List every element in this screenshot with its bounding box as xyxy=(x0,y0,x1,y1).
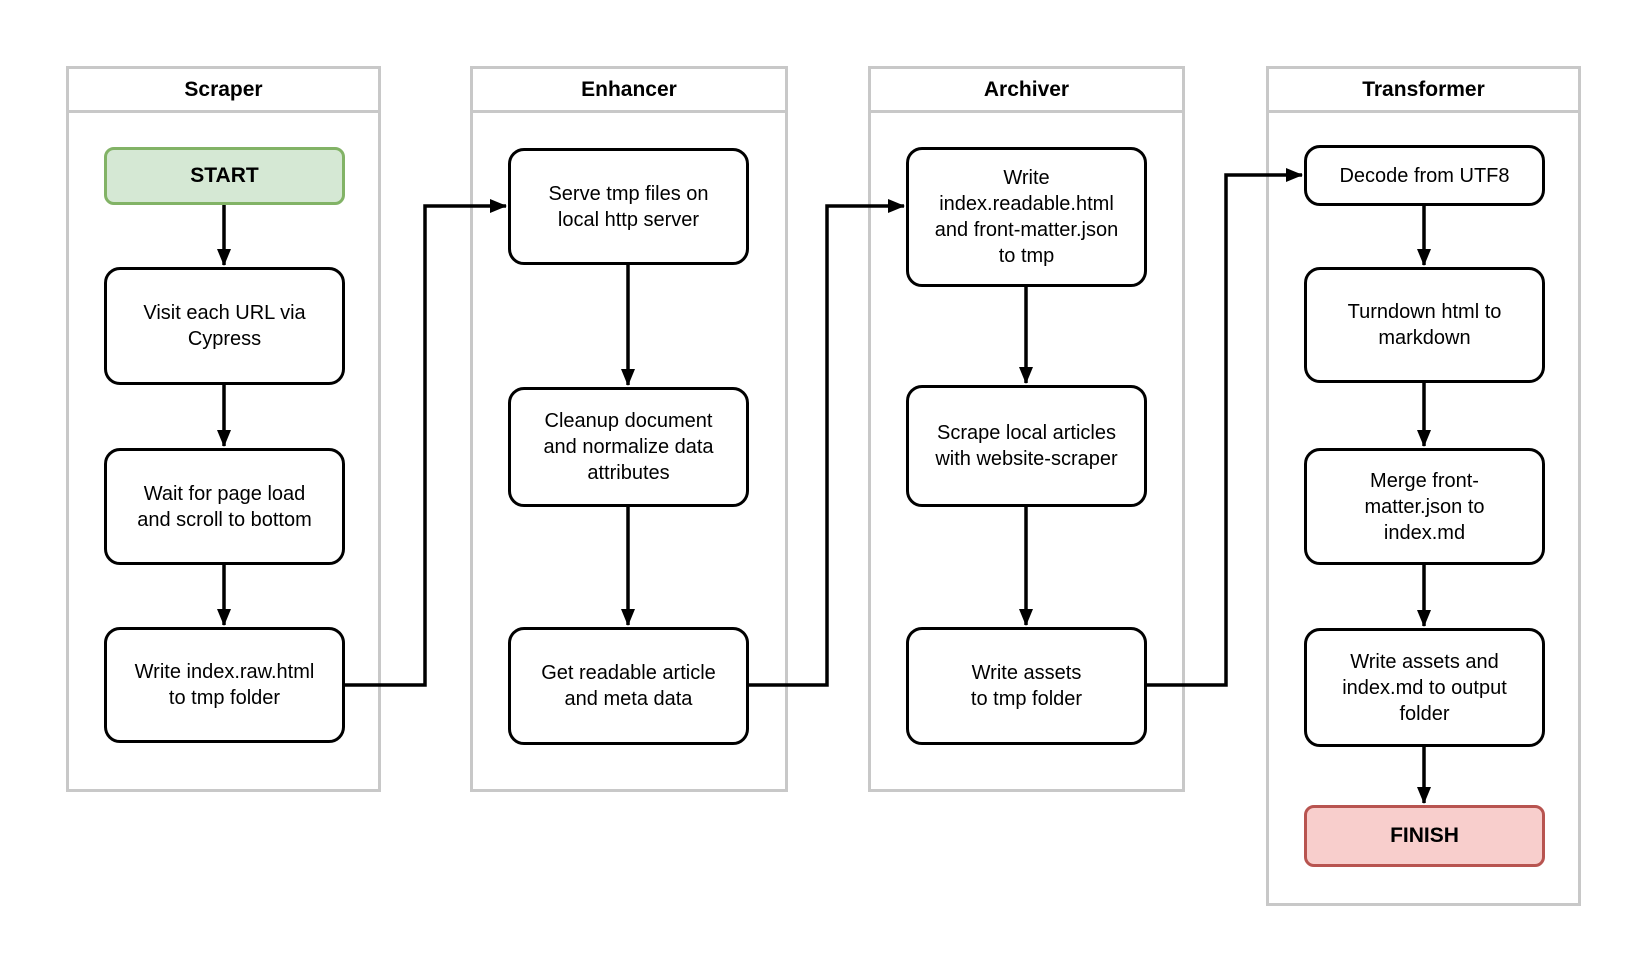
node-visit-urls-label: Visit each URL via Cypress xyxy=(143,302,306,350)
node-wait-page-load: Wait for page load and scroll to bottom xyxy=(104,448,345,565)
lane-archiver-header: Archiver xyxy=(871,69,1182,113)
node-cleanup-document-label: Cleanup document and normalize data attr… xyxy=(543,410,714,484)
node-write-assets-tmp: Write assets to tmp folder xyxy=(906,627,1147,745)
lane-archiver-title: Archiver xyxy=(983,77,1070,101)
node-wait-page-load-label: Wait for page load and scroll to bottom xyxy=(137,482,312,531)
node-write-index-raw-label: Write index.raw.html to tmp folder xyxy=(134,661,315,709)
node-decode-utf8: Decode from UTF8 xyxy=(1304,145,1545,206)
node-write-index-readable: Write index.readable.html and front-matt… xyxy=(906,147,1147,287)
lane-enhancer-title: Enhancer xyxy=(581,77,677,101)
lane-scraper-title: Scraper xyxy=(184,77,263,101)
node-visit-urls: Visit each URL via Cypress xyxy=(104,267,345,385)
node-scrape-local-articles-label: Scrape local articles with website-scrap… xyxy=(935,422,1118,470)
lane-transformer-header: Transformer xyxy=(1269,69,1578,113)
node-get-readable-article-label: Get readable article and meta data xyxy=(541,662,716,710)
node-serve-tmp-files-label: Serve tmp files on local http server xyxy=(548,182,709,231)
node-write-assets-output: Write assets and index.md to output fold… xyxy=(1304,628,1545,747)
node-write-index-readable-label: Write index.readable.html and front-matt… xyxy=(934,167,1119,267)
node-merge-front-matter: Merge front- matter.json to index.md xyxy=(1304,448,1545,565)
lane-enhancer-header: Enhancer xyxy=(473,69,785,113)
node-start-label: START xyxy=(190,164,259,187)
node-start: START xyxy=(104,147,345,205)
node-write-assets-output-label: Write assets and index.md to output fold… xyxy=(1342,650,1507,725)
node-decode-utf8-label: Decode from UTF8 xyxy=(1339,164,1510,187)
node-serve-tmp-files: Serve tmp files on local http server xyxy=(508,148,749,265)
node-cleanup-document: Cleanup document and normalize data attr… xyxy=(508,387,749,507)
node-merge-front-matter-label: Merge front- matter.json to index.md xyxy=(1364,469,1485,544)
node-scrape-local-articles: Scrape local articles with website-scrap… xyxy=(906,385,1147,507)
node-turndown-html: Turndown html to markdown xyxy=(1304,267,1545,383)
node-write-assets-tmp-label: Write assets to tmp folder xyxy=(970,662,1083,710)
node-finish-label: FINISH xyxy=(1390,824,1459,847)
node-write-index-raw: Write index.raw.html to tmp folder xyxy=(104,627,345,743)
node-finish: FINISH xyxy=(1304,805,1545,867)
node-get-readable-article: Get readable article and meta data xyxy=(508,627,749,745)
lane-transformer-title: Transformer xyxy=(1362,77,1485,101)
node-turndown-html-label: Turndown html to markdown xyxy=(1347,301,1502,349)
lane-scraper-header: Scraper xyxy=(69,69,378,113)
